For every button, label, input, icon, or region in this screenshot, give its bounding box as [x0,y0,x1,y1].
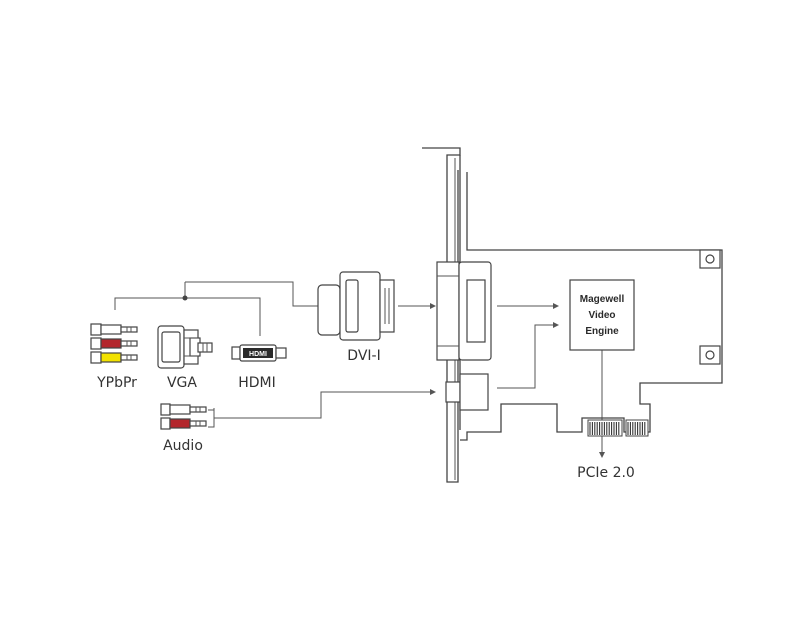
pcb-board [460,172,723,441]
engine-line-3: Engine [585,326,619,337]
analog-junction-dot [182,295,188,301]
audio-line [213,391,430,419]
audio-arrow [430,389,436,395]
rca-plug-red [90,337,138,350]
vga-label: VGA [167,375,197,391]
engine-arrow-bottom [553,322,559,328]
video-engine-box: Magewell Video Engine [569,279,635,351]
dvi-arrow [430,303,436,309]
pcie-arrow [599,452,605,458]
ypbpr-label: YPbPr [96,375,137,391]
audio-plug-white [160,403,207,416]
ypbpr-connector [90,323,138,364]
rca-plug-yellow [90,351,138,364]
vga-connector [157,325,213,369]
to-dvi-line [185,281,318,307]
audio-plug-bracket [208,409,215,428]
hdmi-label: HDMI [238,375,276,391]
audio-jack [459,373,489,411]
dvi-label: DVI-I [347,348,380,364]
audio-plug-red [160,417,207,430]
card-bracket [422,147,461,483]
audio-label: Audio [163,438,203,454]
dvi-plug [317,271,395,341]
rca-plug-white [90,323,138,336]
pcie-label: PCIe 2.0 [577,465,635,481]
engine-arrow-top [553,303,559,309]
audio-connector [160,403,215,430]
capture-card [422,147,723,483]
dvi-receptacle-inner [466,279,486,343]
dvi-receptacle-bracket [436,261,460,361]
engine-line-2: Video [588,310,615,321]
audio-jack-bracket [445,381,461,403]
hdmi-connector: HDMI [231,344,287,362]
hdmi-logo: HDMI [249,351,267,358]
audio-to-engine-line [497,324,553,389]
engine-line-1: Magewell [580,294,625,305]
